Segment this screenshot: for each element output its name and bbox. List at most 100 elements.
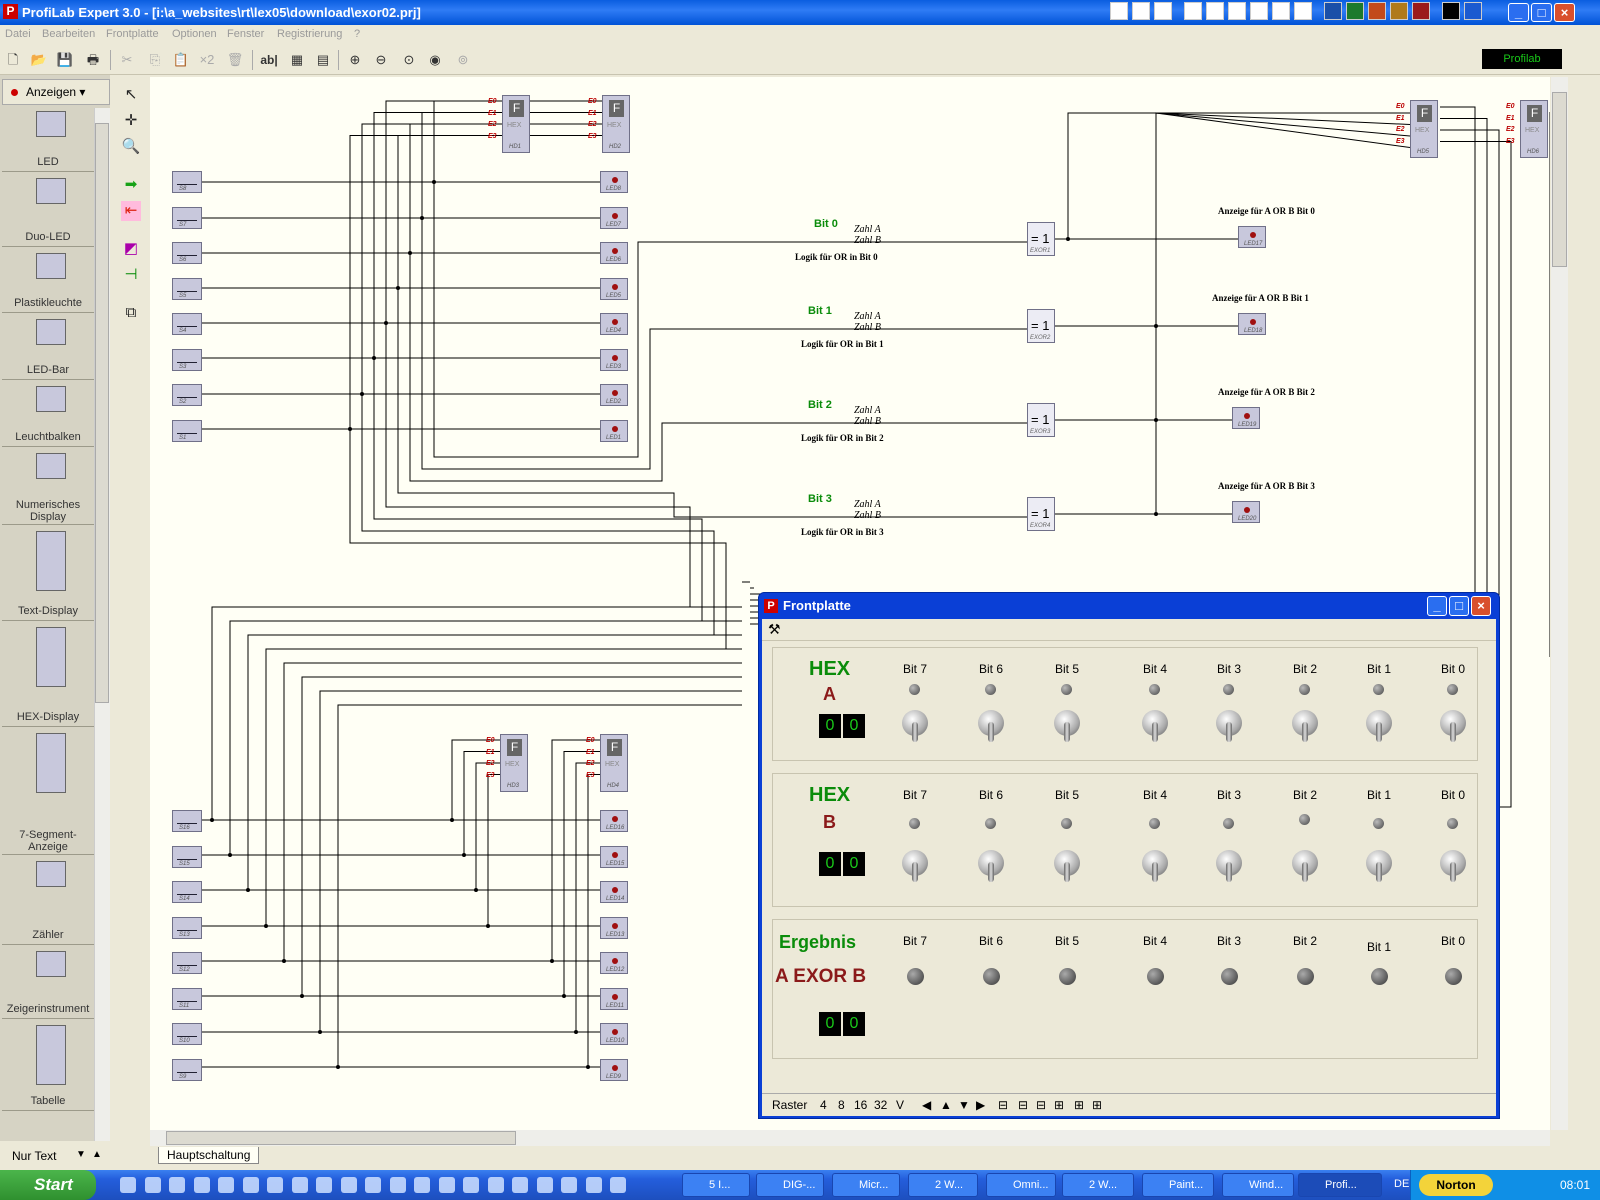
- quicklaunch-icon[interactable]: [1294, 2, 1312, 20]
- toggle-switch[interactable]: [1440, 710, 1466, 744]
- switch[interactable]: S14: [172, 881, 202, 903]
- quicklaunch-icon[interactable]: [365, 1177, 381, 1193]
- toggle-switch[interactable]: [1054, 850, 1080, 884]
- switch[interactable]: S4: [172, 313, 202, 335]
- led[interactable]: LED15: [600, 845, 628, 868]
- quicklaunch-icon[interactable]: [1272, 2, 1290, 20]
- quicklaunch-icon[interactable]: [1390, 2, 1408, 20]
- taskbar-button[interactable]: 5 I...: [682, 1173, 750, 1197]
- result-led[interactable]: LED19: [1232, 407, 1260, 429]
- page-icon[interactable]: ▤: [316, 52, 330, 67]
- menu-datei[interactable]: Datei: [5, 28, 31, 40]
- switch[interactable]: S5: [172, 277, 202, 300]
- toggle-switch[interactable]: [978, 710, 1004, 744]
- switch[interactable]: S15: [172, 845, 202, 868]
- arrow-left-icon[interactable]: ◀: [922, 1098, 932, 1112]
- toggle-switch[interactable]: [902, 710, 928, 744]
- led[interactable]: LED16: [600, 810, 628, 832]
- raster-8[interactable]: 8: [838, 1098, 845, 1112]
- toggle-switch[interactable]: [1366, 850, 1392, 884]
- menu-optionen[interactable]: Optionen: [172, 28, 217, 40]
- taskbar-button[interactable]: Micr...: [832, 1173, 900, 1197]
- toggle-switch[interactable]: [1142, 850, 1168, 884]
- align-icon[interactable]: ⊟: [1018, 1098, 1029, 1112]
- zoom-out-icon[interactable]: ⊖: [375, 52, 387, 67]
- frontplatte-titlebar[interactable]: P Frontplatte _ □ ×: [759, 593, 1499, 619]
- quicklaunch-icon[interactable]: [1464, 2, 1482, 20]
- cut-icon[interactable]: ✂: [121, 52, 133, 67]
- toggle-switch[interactable]: [1054, 710, 1080, 744]
- align-icon[interactable]: ⊞: [1054, 1098, 1065, 1112]
- led[interactable]: LED1: [600, 419, 628, 442]
- close-button[interactable]: ×: [1471, 596, 1491, 616]
- magnifier-icon[interactable]: 🔍: [121, 138, 141, 155]
- taskbar-button[interactable]: Omni...: [986, 1173, 1056, 1197]
- led[interactable]: LED7: [600, 206, 628, 229]
- tab-hauptschaltung[interactable]: Hauptschaltung: [158, 1147, 260, 1164]
- quicklaunch-icon[interactable]: [585, 1177, 602, 1193]
- palette-item[interactable]: HEX-Display: [2, 621, 94, 727]
- paste-icon[interactable]: 📋: [172, 52, 190, 67]
- led[interactable]: LED5: [600, 277, 628, 300]
- quicklaunch-icon[interactable]: [1132, 2, 1150, 20]
- quicklaunch-icon[interactable]: [316, 1177, 332, 1193]
- switch[interactable]: S11: [172, 987, 202, 1010]
- maximize-button[interactable]: □: [1449, 596, 1469, 616]
- quicklaunch-icon[interactable]: [1184, 2, 1202, 20]
- align-icon[interactable]: ⊞: [1074, 1098, 1085, 1112]
- quicklaunch-icon[interactable]: [1110, 2, 1128, 20]
- new-file-icon[interactable]: 🗋: [7, 52, 19, 67]
- toggle-switch[interactable]: [1292, 710, 1318, 744]
- align-icon[interactable]: ⊞: [1092, 1098, 1103, 1112]
- quicklaunch-icon[interactable]: [1250, 2, 1268, 20]
- palette-item[interactable]: Duo-LED: [2, 172, 94, 247]
- led[interactable]: LED4: [600, 313, 628, 335]
- quicklaunch-icon[interactable]: [120, 1177, 136, 1193]
- delete-icon[interactable]: 🗑: [226, 52, 244, 67]
- hscroll-thumb[interactable]: [166, 1131, 516, 1145]
- taskbar-button[interactable]: Wind...: [1222, 1173, 1294, 1197]
- led[interactable]: LED14: [600, 881, 628, 903]
- grid-icon[interactable]: ▦: [290, 52, 304, 67]
- quicklaunch-icon[interactable]: [291, 1177, 308, 1193]
- canvas-horizontal-scrollbar[interactable]: [150, 1130, 1550, 1146]
- raster-4[interactable]: 4: [820, 1098, 827, 1112]
- switch[interactable]: S12: [172, 952, 202, 974]
- palette-category-select[interactable]: Anzeigen ▾: [2, 79, 110, 105]
- quicklaunch-icon[interactable]: [438, 1177, 455, 1193]
- switch[interactable]: S7: [172, 206, 202, 229]
- open-folder-icon[interactable]: 📂: [30, 52, 48, 67]
- junction-icon[interactable]: ✛: [124, 112, 138, 129]
- swap-icon[interactable]: ⧉: [125, 304, 137, 321]
- minimize-button[interactable]: _: [1427, 596, 1447, 616]
- led[interactable]: LED3: [600, 348, 628, 371]
- quicklaunch-icon[interactable]: [218, 1177, 234, 1193]
- pointer-icon[interactable]: ↖: [124, 86, 138, 103]
- toggle-switch[interactable]: [1440, 850, 1466, 884]
- menu-help[interactable]: ?: [354, 28, 361, 40]
- palette-scroll-thumb[interactable]: [95, 123, 109, 703]
- led[interactable]: LED10: [600, 1023, 628, 1045]
- filter-label[interactable]: Nur Text: [12, 1149, 57, 1163]
- desktop-icon[interactable]: [1442, 2, 1460, 20]
- palette-item[interactable]: Tabelle: [2, 1019, 94, 1111]
- quicklaunch-icon[interactable]: [193, 1177, 210, 1193]
- quicklaunch-icon[interactable]: [610, 1177, 626, 1193]
- stop-icon[interactable]: ⇤: [121, 201, 141, 221]
- palette-item[interactable]: Numerisches Display: [2, 447, 94, 525]
- toggle-switch[interactable]: [902, 850, 928, 884]
- switch[interactable]: S10: [172, 1023, 202, 1045]
- zoom-fit-icon[interactable]: ⊙: [403, 52, 415, 67]
- zoom-icon[interactable]: ⊚: [457, 52, 469, 67]
- switch[interactable]: S8: [172, 171, 202, 193]
- menu-fenster[interactable]: Fenster: [227, 28, 265, 40]
- result-led[interactable]: LED17: [1238, 226, 1266, 248]
- taskbar-button[interactable]: Paint...: [1142, 1173, 1214, 1197]
